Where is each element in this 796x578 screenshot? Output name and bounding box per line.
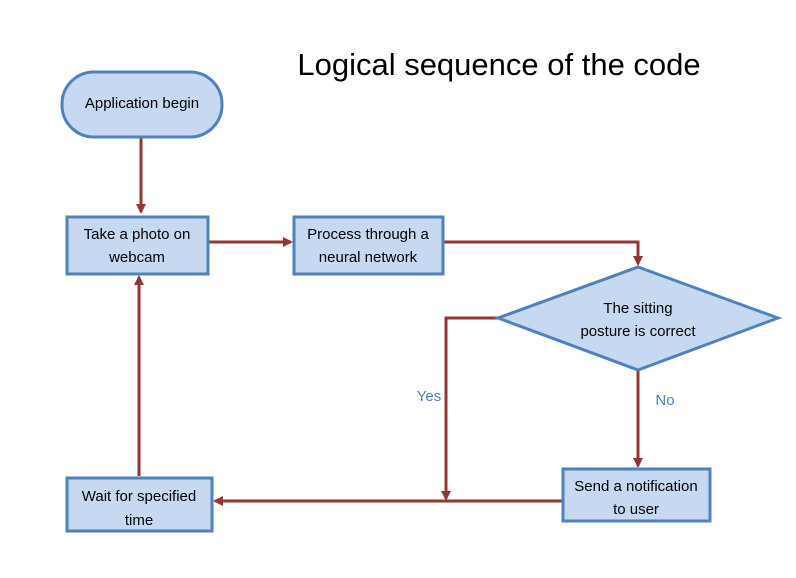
- node-shape-rectangle: [65, 476, 214, 533]
- edge-decision-no: No: [633, 370, 675, 468]
- edge-label-yes: Yes: [417, 388, 441, 405]
- node-label-line-1: The sitting: [603, 300, 672, 317]
- node-label: Application begin: [85, 95, 199, 112]
- node-take-photo: Take a photo on webcam: [65, 215, 210, 276]
- node-label-line-1: Take a photo on: [84, 226, 191, 243]
- node-posture-decision: The sitting posture is correct: [493, 265, 783, 372]
- node-shape-terminal: [60, 70, 224, 139]
- node-label-line-2: time: [125, 512, 153, 529]
- node-label-line-2: posture is correct: [580, 323, 696, 340]
- edge-process-to-decision: [443, 240, 643, 266]
- edge-decision-yes: Yes: [417, 316, 498, 501]
- edge-label-no: No: [655, 392, 674, 409]
- node-label-line-2: to user: [613, 501, 659, 518]
- node-process-neural-network: Process through a neural network: [292, 215, 445, 276]
- node-application-begin: Application begin: [60, 70, 224, 139]
- node-shape-rectangle: [561, 467, 712, 523]
- node-shape-diamond: [493, 265, 783, 372]
- node-label-line-2: webcam: [108, 249, 165, 266]
- diagram-title: Logical sequence of the code: [297, 47, 700, 82]
- node-label-line-1: Wait for specified: [82, 488, 197, 505]
- node-label-line-1: Send a notification: [574, 478, 697, 495]
- node-shape-rectangle: [65, 215, 210, 276]
- node-label-line-1: Process through a: [307, 226, 429, 243]
- node-wait-specified-time: Wait for specified time: [65, 476, 214, 533]
- node-label-line-2: neural network: [319, 249, 418, 266]
- node-shape-rectangle: [292, 215, 445, 276]
- node-send-notification: Send a notification to user: [561, 467, 712, 523]
